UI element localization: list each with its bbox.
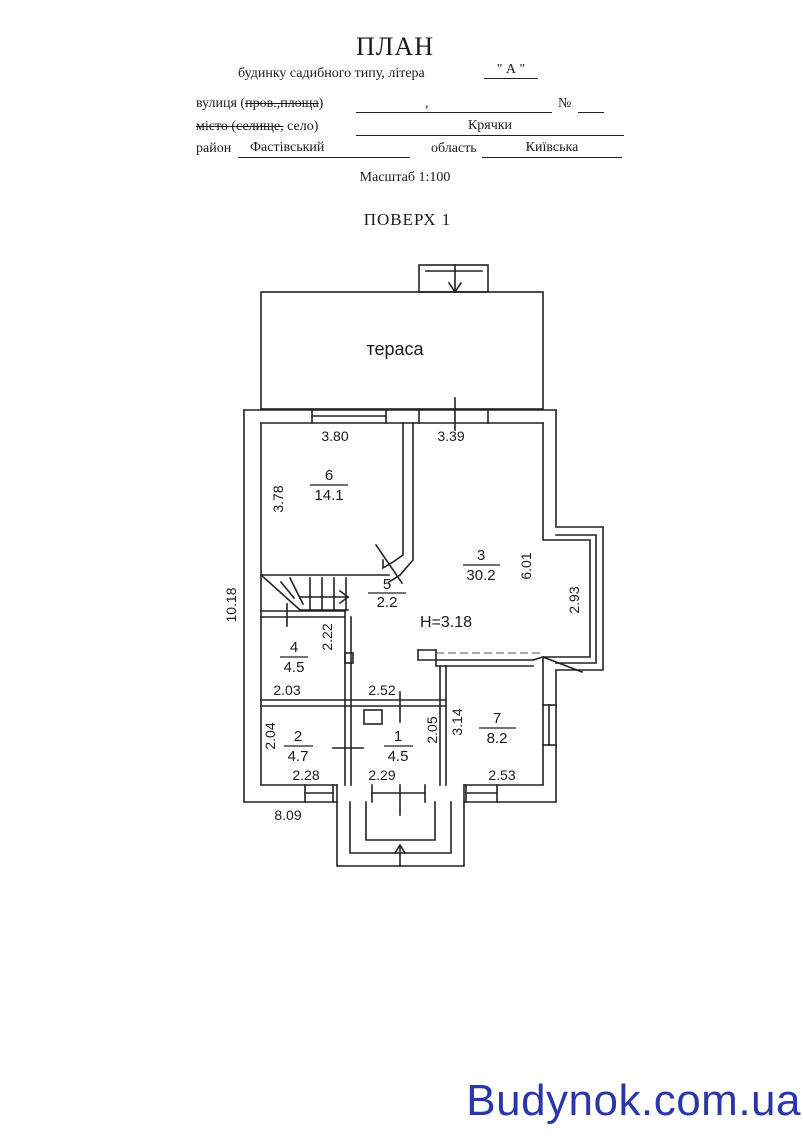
dim-3-14: 3.14 [449,708,465,735]
dim-2-53: 2.53 [488,767,515,783]
street-comma: , [425,96,429,111]
dim-2-28: 2.28 [292,767,319,783]
plan-walls [243,264,604,867]
stair-diag-1 [279,580,296,600]
ceiling-height-label: H=3.18 [420,614,472,631]
settlement-label-struck: місто (селище, [196,119,284,134]
settlement-underline [356,135,624,136]
inner-wall-right [463,422,591,786]
dim-3-80: 3.80 [321,428,348,444]
stair-outline [259,573,349,611]
stair-diag-2 [288,576,305,606]
room2-area: 4.7 [288,748,309,765]
street-underline [356,112,552,113]
room7-area: 8.2 [487,730,508,747]
floor-label: ПОВЕРХ 1 [363,210,452,229]
settlement-label: місто (селище, село) [196,119,319,134]
wall-7-join [532,656,544,661]
room5-area: 2.2 [377,594,398,611]
district-label: район [196,141,232,156]
region-value: Київська [525,140,579,155]
dim-2-52: 2.52 [368,682,395,698]
entry-arrowhead [393,843,407,855]
street-label-struck: пров.,площа [245,96,319,111]
room5-number: 5 [383,576,391,593]
bay-window-line [555,534,597,664]
region-label: область [431,141,477,156]
wall-7-top-a [417,649,534,661]
dim-2-05: 2.05 [424,716,440,743]
room1-area: 4.5 [388,748,409,765]
dim-2-22: 2.22 [319,623,335,650]
room3-area: 30.2 [466,567,495,584]
dim-2-29: 2.29 [368,767,395,783]
top-step [418,264,489,293]
fraction-bars [280,484,516,747]
room6-wall-a [382,422,404,570]
brand-watermark: Budynok.com.ua [466,1076,801,1125]
district-value: Фастівський [250,140,325,155]
dim-2-93: 2.93 [566,586,582,613]
wall-4-niche [344,652,354,664]
room6-door-swing [374,543,404,585]
room6-wall-b [387,422,414,584]
inner-wall-left [260,422,338,786]
scale-label: Масштаб 1:100 [359,170,451,185]
room3-number: 3 [477,547,485,564]
room4-number: 4 [290,639,298,656]
number-label: № [558,96,572,111]
dim-8-09: 8.09 [274,807,301,823]
district-underline [238,157,410,158]
plan-subtitle: будинку садибного типу, літера [238,66,425,81]
dim-3-39: 3.39 [437,428,464,444]
outer-wall-right [463,409,604,803]
bay-corner [541,655,584,674]
litera-value: " А " [484,62,538,79]
stair-arrowhead [338,589,350,605]
porch-step [365,801,436,841]
dim-6-01: 6.01 [518,552,534,579]
room6-number: 6 [325,467,333,484]
dim-2-03: 2.03 [273,682,300,698]
room2-number: 2 [294,728,302,745]
room1-number: 1 [394,728,402,745]
room7-number: 7 [493,710,501,727]
wall-7-top-b [435,649,534,667]
bathroom-fixture [363,709,383,725]
region-underline [482,157,622,158]
room4-area: 4.5 [284,659,305,676]
dim-10-18: 10.18 [223,587,239,622]
room6-area: 14.1 [314,487,343,504]
settlement-value: Крячки [467,118,513,133]
terrace-label: тераса [366,339,424,359]
street-label: вулиця (пров.,площа) [196,96,324,111]
terrace [260,291,544,410]
dim-2-04: 2.04 [262,722,278,749]
dim-3-78: 3.78 [270,485,286,512]
outer-wall-left [243,409,338,803]
plan-title: ПЛАН [356,32,434,61]
number-underline [578,112,604,113]
